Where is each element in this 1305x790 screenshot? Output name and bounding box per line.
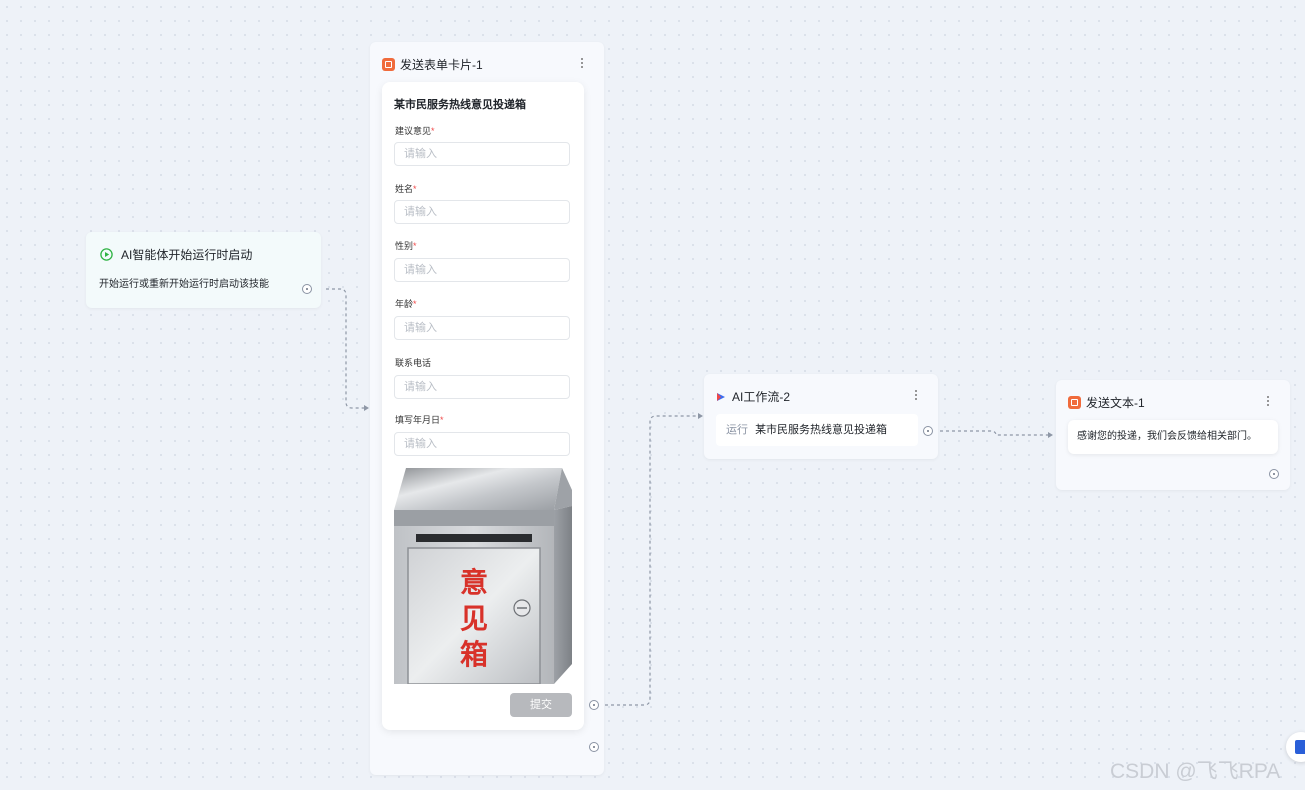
field-label-date: 填写年月日* [395, 415, 444, 425]
workflow-output-port[interactable] [923, 426, 933, 436]
send-text-node[interactable]: 发送文本-1 感谢您的投递，我们会反馈给相关部门。 [1056, 380, 1290, 490]
field-label-phone: 联系电话 [395, 358, 432, 368]
form-node-more-icon[interactable] [580, 56, 584, 70]
suggestion-box-image: 意 见 箱 [394, 466, 572, 684]
start-node-description: 开始运行或重新开始运行时启动该技能 [99, 279, 269, 290]
box-char-2: 见 [460, 602, 488, 635]
form-card-icon [382, 58, 395, 71]
workflow-node[interactable]: AI工作流-2 运行 某市民服务热线意见投递箱 [704, 374, 938, 459]
play-circle-icon [100, 248, 113, 261]
gender-input[interactable]: 请输入 [394, 258, 570, 282]
send-text-output-port[interactable] [1269, 469, 1279, 479]
workflow-run-row: 运行 某市民服务热线意见投递箱 [716, 414, 918, 446]
submit-button[interactable]: 提交 [510, 693, 572, 717]
send-text-node-more-icon[interactable] [1266, 394, 1270, 408]
workflow-node-more-icon[interactable] [914, 388, 918, 402]
age-input[interactable]: 请输入 [394, 316, 570, 340]
field-label-suggestion: 建议意见* [395, 126, 435, 136]
form-submit-output-port[interactable] [589, 700, 599, 710]
arrow-head [1048, 432, 1053, 438]
form-node-title: 发送表单卡片-1 [400, 58, 483, 72]
field-label-name: 姓名* [395, 184, 417, 194]
field-label-gender: 性别* [395, 241, 417, 251]
workflow-icon [717, 392, 725, 401]
workflow-run-value: 某市民服务热线意见投递箱 [755, 424, 888, 436]
arrow-head [698, 413, 703, 419]
arrow-head [364, 405, 369, 411]
send-text-node-title: 发送文本-1 [1086, 396, 1145, 410]
name-input[interactable]: 请输入 [394, 200, 570, 224]
field-label-age: 年龄* [395, 299, 417, 309]
start-output-port[interactable] [302, 284, 312, 294]
workflow-run-label: 运行 [726, 424, 748, 436]
phone-input[interactable]: 请输入 [394, 375, 570, 399]
workflow-node-title: AI工作流-2 [732, 390, 791, 404]
form-card-title: 某市民服务热线意见投递箱 [394, 99, 526, 111]
edge-form-to-workflow [599, 415, 698, 706]
suggestion-input[interactable]: 请输入 [394, 142, 570, 166]
box-char-1: 意 [460, 566, 488, 599]
start-node-title: AI智能体开始运行时启动 [121, 248, 253, 262]
form-card: 某市民服务热线意见投递箱 建议意见* 请输入 姓名* 请输入 性别* 请输入 年… [382, 82, 584, 730]
box-char-3: 箱 [460, 638, 488, 671]
date-input[interactable]: 请输入 [394, 432, 570, 456]
edge-workflow-to-text [940, 430, 1048, 436]
start-node[interactable]: AI智能体开始运行时启动 开始运行或重新开始运行时启动该技能 [86, 232, 321, 308]
text-doc-icon [1068, 396, 1081, 409]
blue-square-icon [1295, 740, 1305, 754]
form-bottom-port[interactable] [589, 742, 599, 752]
watermark: CSDN @飞飞RPA [1110, 760, 1281, 783]
edge-start-to-form [326, 288, 364, 409]
send-text-message: 感谢您的投递，我们会反馈给相关部门。 [1068, 420, 1278, 454]
floating-tool-button[interactable] [1286, 732, 1305, 762]
